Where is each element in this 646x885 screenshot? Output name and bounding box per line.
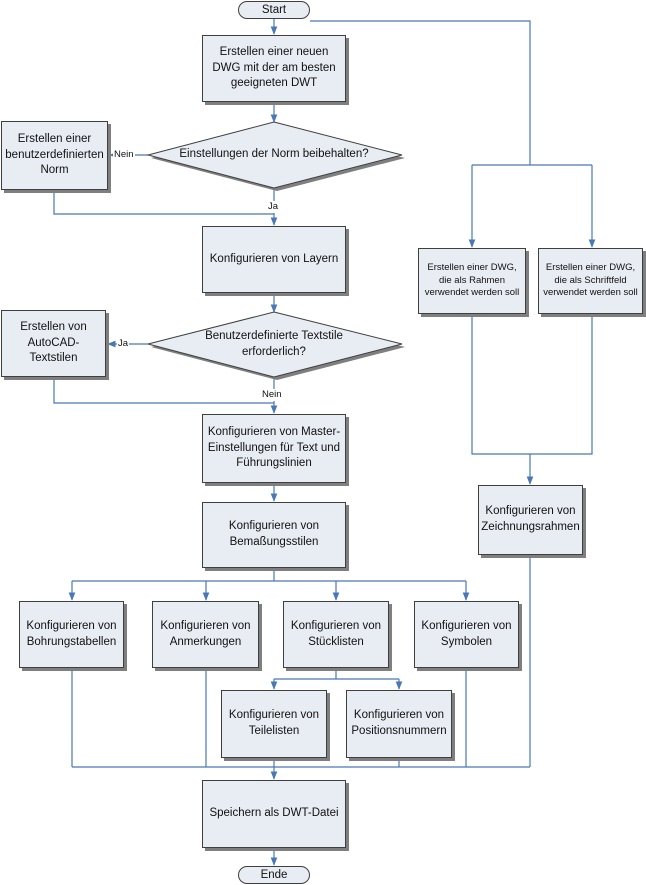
- connector: [471, 314, 593, 455]
- step-layers: Konfigurieren von Layern: [202, 226, 346, 293]
- connector: [53, 377, 274, 404]
- edge-label-yes: Ja: [117, 338, 130, 350]
- step-annotations: Konfigurieren von Anmerkungen: [152, 601, 259, 668]
- step-hole-tables: Konfigurieren von Bohrungstabellen: [19, 601, 124, 668]
- step-custom-norm: Erstellen einer benutzerdefinierten Norm: [1, 121, 108, 190]
- end-terminal: Ende: [238, 866, 310, 884]
- decision-textstyles-text: Benutzerdefinierte Textstile erforderlic…: [205, 330, 343, 358]
- start-terminal: Start: [238, 1, 310, 19]
- step-save-dwt: Speichern als DWT-Datei: [202, 780, 346, 848]
- edge-label-no: Nein: [261, 389, 283, 401]
- connector: [53, 190, 274, 215]
- step-drawing-frames: Konfigurieren von Zeichnungsrahmen: [478, 485, 583, 555]
- step-balloons: Konfigurieren von Positionsnummern: [346, 690, 452, 758]
- step-dimension-styles: Konfigurieren von Bemaßungsstilen: [202, 502, 346, 568]
- step-textstyles: Erstellen von AutoCAD-Textstilen: [1, 310, 106, 377]
- step-bom: Konfigurieren von Stücklisten: [283, 601, 389, 668]
- step-master-settings: Konfigurieren von Master-Einstellungen f…: [202, 414, 346, 483]
- step-titleblock-dwg: Erstellen einer DWG, die als Schriftfeld…: [538, 248, 643, 314]
- step-frame-dwg: Erstellen einer DWG, die als Rahmen verw…: [418, 248, 526, 314]
- step-create-dwg: Erstellen einer neuen DWG mit der am bes…: [202, 35, 346, 102]
- step-parts-lists: Konfigurieren von Teilelisten: [221, 690, 327, 758]
- connector: [310, 20, 531, 165]
- edge-label-yes: Ja: [267, 201, 280, 213]
- decision-diamond-textstyles: [147, 311, 403, 378]
- decision-keep-norm-text: Einstellungen der Norm beibehalten?: [179, 148, 369, 161]
- decision-diamond-keep-norm: [146, 121, 403, 189]
- edge-label-no: Nein: [113, 149, 135, 161]
- step-symbols: Konfigurieren von Symbolen: [414, 601, 519, 668]
